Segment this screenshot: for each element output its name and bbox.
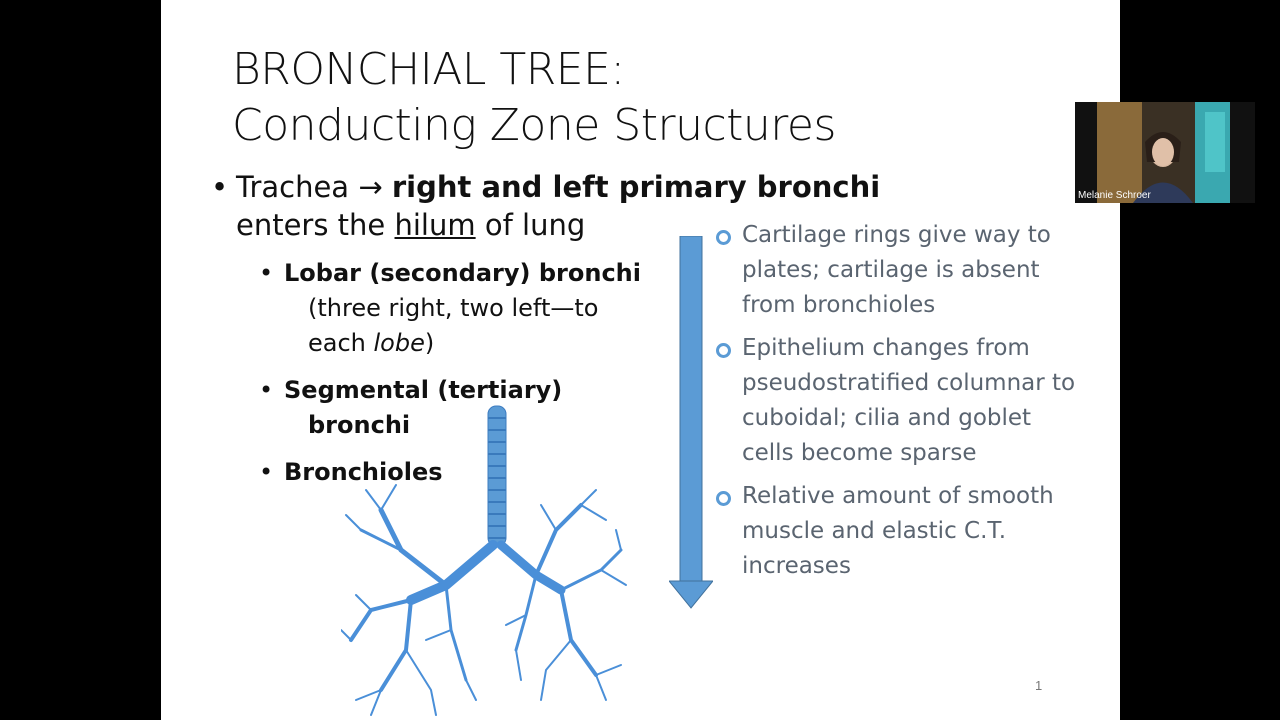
cont-text: )	[424, 329, 435, 357]
title-line-2: Conducting Zone Structures	[232, 100, 836, 151]
page-number: 1	[1035, 678, 1043, 693]
participant-video-feed	[1075, 102, 1255, 203]
bronchial-tree-image	[341, 405, 627, 716]
sub-bullet-segmental: • Segmental (tertiary) bronchi	[211, 373, 880, 443]
sub-bullet-bold: Lobar (secondary) bronchi	[284, 259, 641, 287]
bullet-text: enters the	[236, 208, 395, 242]
right-list-item: Cartilage rings give way to plates; cart…	[716, 218, 1086, 323]
right-list-item: Epithelium changes from pseudostratified…	[716, 331, 1086, 471]
cont-text: (three right, two left—to	[308, 294, 599, 322]
sub-bullet-cont: (three right, two left—to each lobe)	[284, 291, 880, 361]
ring-bullet-icon	[716, 230, 731, 245]
slide: BRONCHIAL TREE: Conducting Zone Structur…	[161, 0, 1120, 720]
right-list-item: Relative amount of smooth muscle and ela…	[716, 479, 1086, 584]
title-line-1: BRONCHIAL TREE:	[232, 44, 625, 95]
bullet-dot-icon: •	[259, 458, 274, 486]
item-text: Epithelium changes from pseudostratified…	[742, 335, 1076, 466]
underlined-term: hilum	[394, 208, 476, 242]
bullet-dot-icon: •	[211, 170, 229, 204]
bullet-list: • Trachea → right and left primary bronc…	[211, 168, 880, 490]
bullet-dot-icon: •	[259, 259, 274, 287]
participant-video-tile[interactable]: Melanie Schroer	[1075, 102, 1255, 203]
right-arrow-icon: →	[358, 170, 383, 204]
cont-text: each	[308, 329, 374, 357]
participant-name: Melanie Schroer	[1078, 190, 1151, 201]
down-arrow-icon	[669, 236, 713, 609]
sub-bullet-cont: bronchi	[284, 408, 880, 443]
sub-bullet-bold: Segmental (tertiary)	[284, 376, 563, 404]
right-list: Cartilage rings give way to plates; cart…	[716, 218, 1086, 592]
bullet-trachea: • Trachea → right and left primary bronc…	[211, 168, 880, 244]
bullet-text: Trachea	[236, 170, 359, 204]
sub-bullet-lobar: • Lobar (secondary) bronchi (three right…	[211, 256, 880, 361]
ring-bullet-icon	[716, 343, 731, 358]
item-text: Relative amount of smooth muscle and ela…	[742, 483, 1054, 579]
sub-bullet-bronchioles: • Bronchioles	[211, 455, 880, 490]
sub-bullet-bold: Bronchioles	[284, 458, 443, 486]
italic-term: lobe	[373, 329, 425, 357]
sub-bullet-bold: bronchi	[308, 411, 411, 439]
bullet-bold-text: right and left primary bronchi	[391, 170, 881, 204]
bullet-text: of lung	[475, 208, 586, 242]
item-text: Cartilage rings give way to plates; cart…	[742, 222, 1051, 318]
ring-bullet-icon	[716, 491, 731, 506]
bullet-dot-icon: •	[259, 376, 274, 404]
slide-title: BRONCHIAL TREE: Conducting Zone Structur…	[232, 42, 836, 154]
